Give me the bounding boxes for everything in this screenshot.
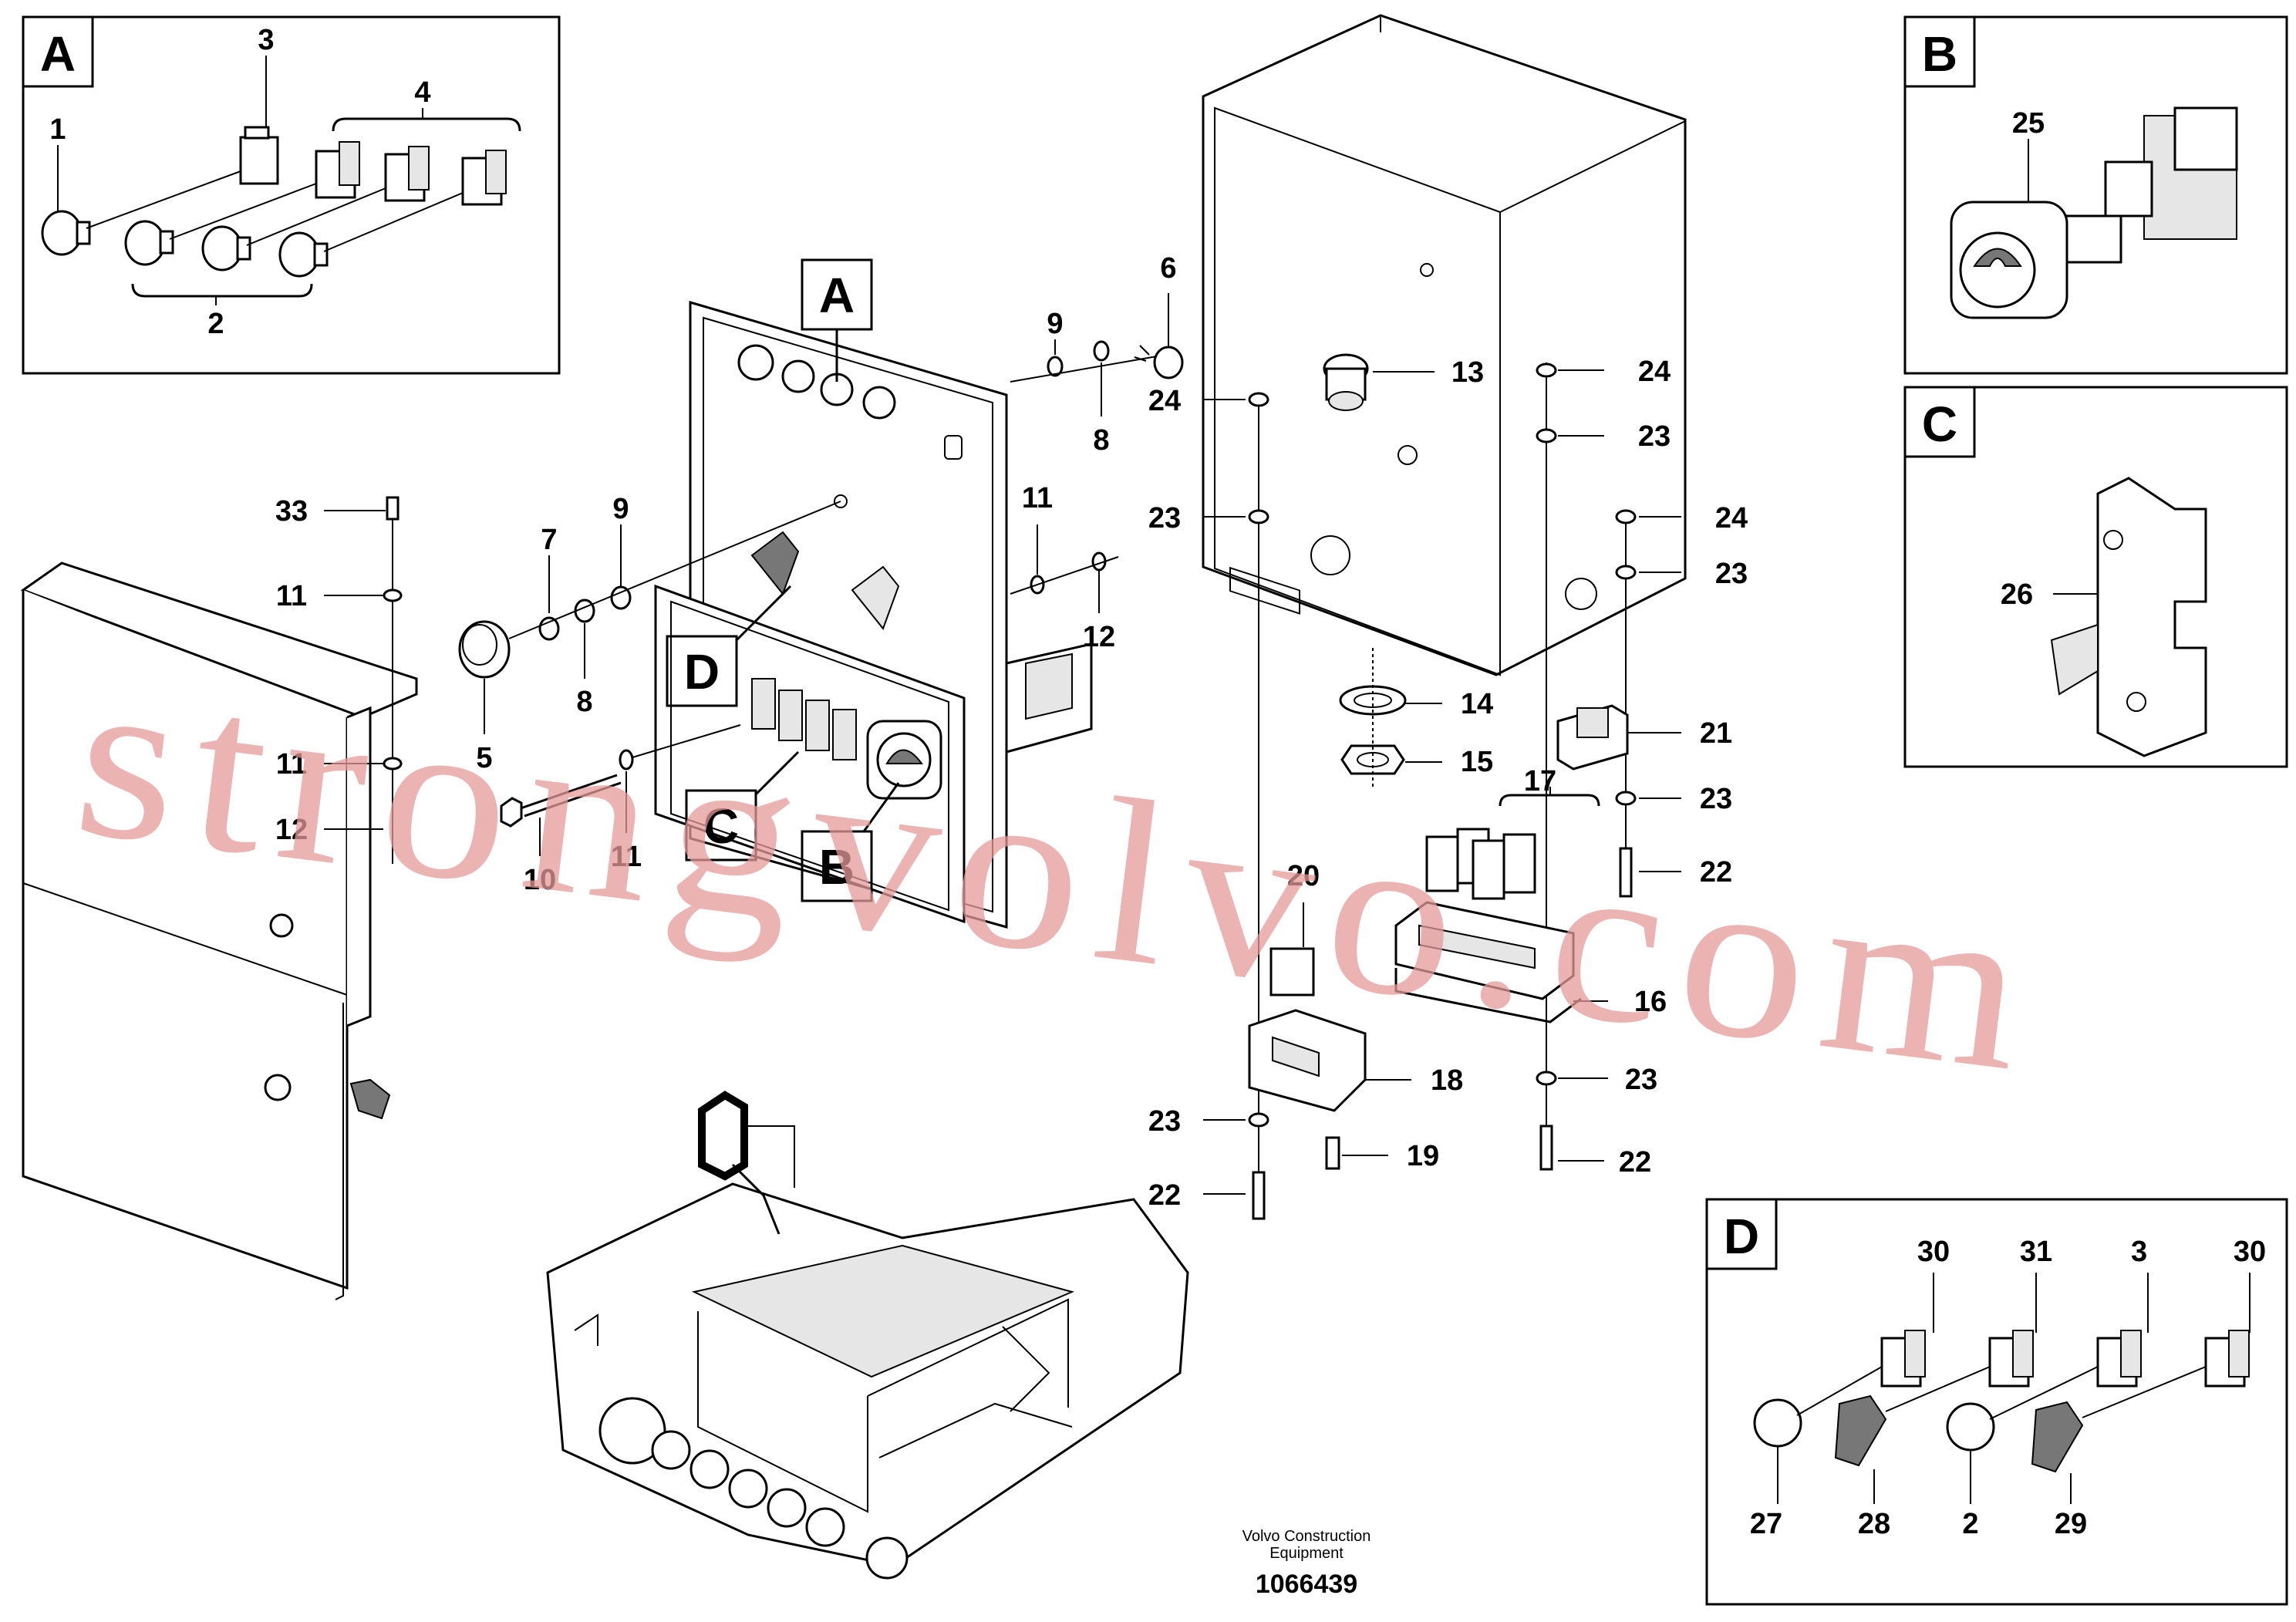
callout-a: A xyxy=(801,258,873,382)
part-number: 19 xyxy=(1407,1140,1439,1172)
document-number: 1066439 xyxy=(1256,1570,1357,1599)
part-number: 8 xyxy=(576,686,592,718)
detail-box-a: A 1 3 4 2 xyxy=(22,15,561,375)
callout-c: C xyxy=(685,750,800,862)
part-number: 23 xyxy=(1625,1064,1657,1096)
part-number: 15 xyxy=(1461,746,1493,778)
part-number: 20 xyxy=(1287,860,1320,892)
part-number: 2 xyxy=(1962,1508,1978,1540)
switch-block-icon xyxy=(239,126,507,206)
cabinet-door xyxy=(20,561,418,1300)
part-number: 25 xyxy=(2012,107,2045,140)
part-number: 29 xyxy=(2055,1508,2087,1540)
part-number: 30 xyxy=(1917,1236,1950,1268)
footer-company-line1: Volvo Construction xyxy=(1242,1528,1371,1545)
detail-box-b-letter: B xyxy=(1922,26,1957,82)
part-number: 23 xyxy=(1148,502,1181,534)
part-number: 9 xyxy=(1047,308,1063,340)
washer-icon: 14 15 xyxy=(1339,648,1493,787)
part-number: 12 xyxy=(275,814,308,846)
washer-icon xyxy=(1010,551,1119,595)
part-number: 1 xyxy=(49,113,66,146)
svg-text:A: A xyxy=(819,268,855,323)
part-number: 23 xyxy=(1715,558,1748,590)
part-number: 26 xyxy=(2001,578,2033,611)
part-number: 22 xyxy=(1700,856,1732,889)
part-number: 30 xyxy=(2234,1236,2266,1268)
washer-icon xyxy=(1010,340,1184,383)
connector-icon: 21 xyxy=(1556,704,1732,771)
callout-d: D xyxy=(666,585,792,707)
control-panel xyxy=(654,300,1093,929)
push-button-icon xyxy=(458,501,841,679)
part-number: 23 xyxy=(1638,420,1671,453)
part-number: 12 xyxy=(1083,621,1115,653)
part-number: 11 xyxy=(1022,482,1053,514)
part-number: 23 xyxy=(1148,1105,1181,1138)
screw-icon xyxy=(324,496,403,864)
part-number: 3 xyxy=(258,24,274,56)
detail-box-b: B 25 xyxy=(1903,15,2288,375)
svg-text:C: C xyxy=(703,798,739,854)
part-number: 24 xyxy=(1715,502,1748,534)
cabinet-enclosure xyxy=(1202,14,1687,676)
part-number: 11 xyxy=(276,748,307,781)
part-number: 18 xyxy=(1431,1064,1463,1097)
part-number: 23 xyxy=(1700,783,1732,815)
footer-company-line2: Equipment xyxy=(1269,1545,1344,1562)
detail-box-c: C 26 xyxy=(1903,386,2288,768)
part-number: 11 xyxy=(611,841,642,873)
part-number: 22 xyxy=(1148,1179,1181,1212)
part-number: 27 xyxy=(1750,1508,1782,1540)
rocker-switch-icon xyxy=(751,678,857,760)
detail-box-d: D 30 31 3 30 27 28 2 29 xyxy=(1705,1198,2288,1606)
screw-icon xyxy=(1248,363,1637,1220)
part-number: 6 xyxy=(1160,252,1176,285)
push-button-icon xyxy=(1753,1394,2084,1473)
part-number: 24 xyxy=(1148,385,1181,417)
grommet-icon: 13 xyxy=(1323,353,1484,411)
part-number: 2 xyxy=(207,308,224,340)
machine-locator xyxy=(546,1091,1189,1580)
detail-box-d-letter: D xyxy=(1724,1209,1759,1264)
rotary-switch-icon xyxy=(866,720,942,800)
part-number: 13 xyxy=(1451,356,1484,389)
push-button-icon xyxy=(41,210,329,278)
indicator-light-icon xyxy=(737,344,963,631)
part-number: 14 xyxy=(1461,688,1493,720)
rotary-switch-icon xyxy=(1950,106,2238,319)
part-number: 5 xyxy=(476,742,492,774)
svg-text:D: D xyxy=(684,644,720,700)
part-number: 22 xyxy=(1619,1146,1651,1179)
connector-icon: 20 18 19 xyxy=(1248,860,1463,1172)
part-number: 17 xyxy=(1524,765,1556,798)
part-number: 7 xyxy=(541,524,557,556)
bolt-icon xyxy=(500,724,741,828)
part-number: 10 xyxy=(524,864,556,896)
connector-housing-icon: 16 xyxy=(1394,901,1667,1023)
part-number: 24 xyxy=(1638,356,1671,388)
part-number: 33 xyxy=(275,495,308,528)
part-number: 4 xyxy=(414,76,430,109)
terminal-block-icon: 17 xyxy=(1425,765,1600,900)
part-number: 28 xyxy=(1858,1508,1890,1540)
part-number: 8 xyxy=(1093,424,1109,457)
svg-text:B: B xyxy=(819,839,855,895)
part-number: 31 xyxy=(2020,1236,2052,1268)
fuse-holder-icon xyxy=(2050,477,2207,757)
part-number: 11 xyxy=(276,580,307,612)
part-number: 9 xyxy=(612,493,629,525)
part-number: 16 xyxy=(1634,986,1667,1018)
detail-box-a-letter: A xyxy=(40,26,76,82)
part-number: 21 xyxy=(1700,717,1732,750)
detail-box-c-letter: C xyxy=(1922,396,1957,452)
part-number: 3 xyxy=(2131,1236,2147,1268)
switch-block-icon xyxy=(1880,1330,2250,1388)
track-wheel-icon xyxy=(598,1397,909,1580)
callout-b: B xyxy=(801,782,900,902)
